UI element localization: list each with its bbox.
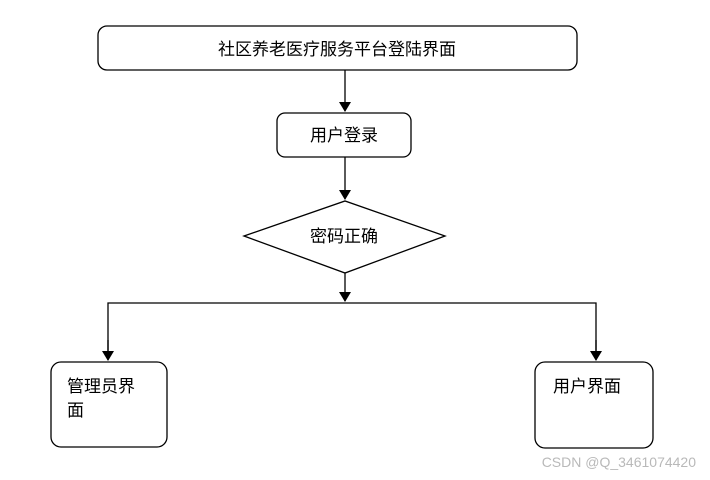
node-admin-label-line2: 面 bbox=[67, 401, 84, 421]
flow-edges bbox=[102, 70, 602, 361]
node-user: 用户界面 bbox=[534, 361, 654, 449]
node-check: 密码正确 bbox=[242, 200, 447, 274]
node-user-label: 用户界面 bbox=[553, 377, 621, 397]
node-start-label: 社区养老医疗服务平台登陆界面 bbox=[218, 40, 456, 60]
node-admin-label-line1: 管理员界 bbox=[67, 377, 135, 397]
edge-branch-bar bbox=[107, 302, 597, 359]
node-start-box bbox=[97, 25, 578, 71]
node-user-box bbox=[534, 361, 654, 449]
node-login: 用户登录 bbox=[276, 112, 412, 158]
node-login-label: 用户登录 bbox=[310, 126, 378, 146]
watermark: CSDN @Q_3461074420 bbox=[541, 454, 696, 470]
node-start: 社区养老医疗服务平台登陆界面 bbox=[97, 25, 578, 71]
node-admin: 管理员界 面 bbox=[50, 361, 168, 448]
node-check-label: 密码正确 bbox=[310, 227, 378, 247]
node-admin-box bbox=[50, 361, 168, 448]
node-check-diamond bbox=[242, 200, 447, 274]
node-login-box bbox=[276, 112, 412, 158]
